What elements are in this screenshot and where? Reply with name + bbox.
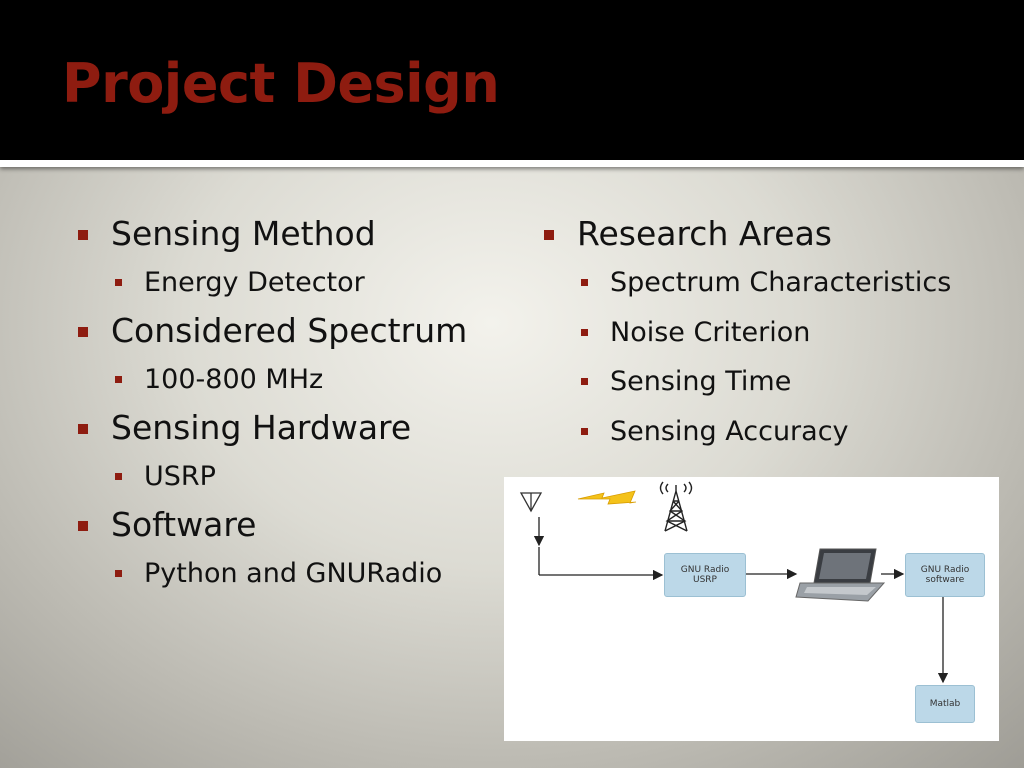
bullet-label: Software (111, 505, 257, 544)
bullet-marker (78, 521, 88, 531)
sub-bullet-label: Python and GNURadio (144, 558, 443, 589)
sub-bullet-energy-detector: Energy Detector (76, 258, 496, 307)
sub-bullet-label: Noise Criterion (610, 316, 811, 348)
box-line: USRP (693, 575, 717, 585)
sub-bullet-python-gnuradio: Python and GNURadio (76, 549, 496, 598)
bullet-sensing-method: Sensing Method (76, 210, 496, 258)
antenna-icon (519, 492, 543, 513)
sub-bullet-label: Sensing Time (610, 366, 792, 397)
sub-bullet-noise-criterion: Noise Criterion (542, 308, 982, 358)
radio-tower-icon (659, 481, 693, 532)
bullet-label: Sensing Method (111, 214, 376, 253)
bullet-marker (544, 230, 554, 240)
sub-bullet-marker (581, 427, 588, 435)
sub-bullet-spectrum-characteristics: Spectrum Characteristics (542, 258, 982, 308)
box-line: software (925, 575, 965, 585)
bullet-label: Sensing Hardware (111, 408, 412, 447)
bullet-label: Considered Spectrum (111, 311, 468, 350)
left-bullet-column: Sensing Method Energy Detector Considere… (76, 210, 496, 598)
sub-bullet-marker (581, 328, 588, 336)
sub-bullet-marker (581, 279, 588, 286)
bullet-software: Software (76, 501, 496, 549)
bullet-research-areas: Research Areas (542, 210, 982, 258)
sub-bullet-label: 100-800 MHz (144, 364, 324, 395)
sub-bullet-marker (115, 473, 122, 480)
sub-bullet-label: Sensing Accuracy (610, 415, 849, 447)
sub-bullet-marker (581, 378, 588, 385)
sub-bullet-marker (115, 570, 122, 577)
sub-bullet-label: Spectrum Characteristics (610, 267, 952, 298)
bullet-label: Research Areas (577, 214, 832, 253)
bullet-marker (78, 230, 88, 240)
bullet-marker (78, 424, 88, 434)
sub-bullet-sensing-accuracy: Sensing Accuracy (542, 407, 982, 457)
sub-bullet-marker (115, 376, 122, 383)
box-line: GNU Radio (920, 565, 970, 575)
right-bullet-column: Research Areas Spectrum Characteristics … (542, 210, 982, 456)
diagram-connectors (519, 481, 949, 684)
sub-bullet-usrp: USRP (76, 452, 496, 501)
matlab-box: Matlab (915, 685, 975, 723)
title-divider (0, 160, 1024, 167)
sub-bullet-label: USRP (144, 461, 216, 492)
lightning-icon (577, 490, 637, 505)
sub-bullet-label: Energy Detector (144, 267, 365, 298)
box-line: GNU Radio (680, 565, 730, 575)
title-bar (0, 0, 1024, 160)
bullet-sensing-hardware: Sensing Hardware (76, 404, 496, 452)
laptop-icon (795, 548, 886, 602)
bullet-considered-spectrum: Considered Spectrum (76, 307, 496, 355)
sub-bullet-marker (115, 279, 122, 286)
slide-title: Project Design (62, 52, 500, 115)
sub-bullet-sensing-time: Sensing Time (542, 357, 982, 407)
bullet-marker (78, 327, 88, 337)
sub-bullet-frequency-range: 100-800 MHz (76, 355, 496, 404)
